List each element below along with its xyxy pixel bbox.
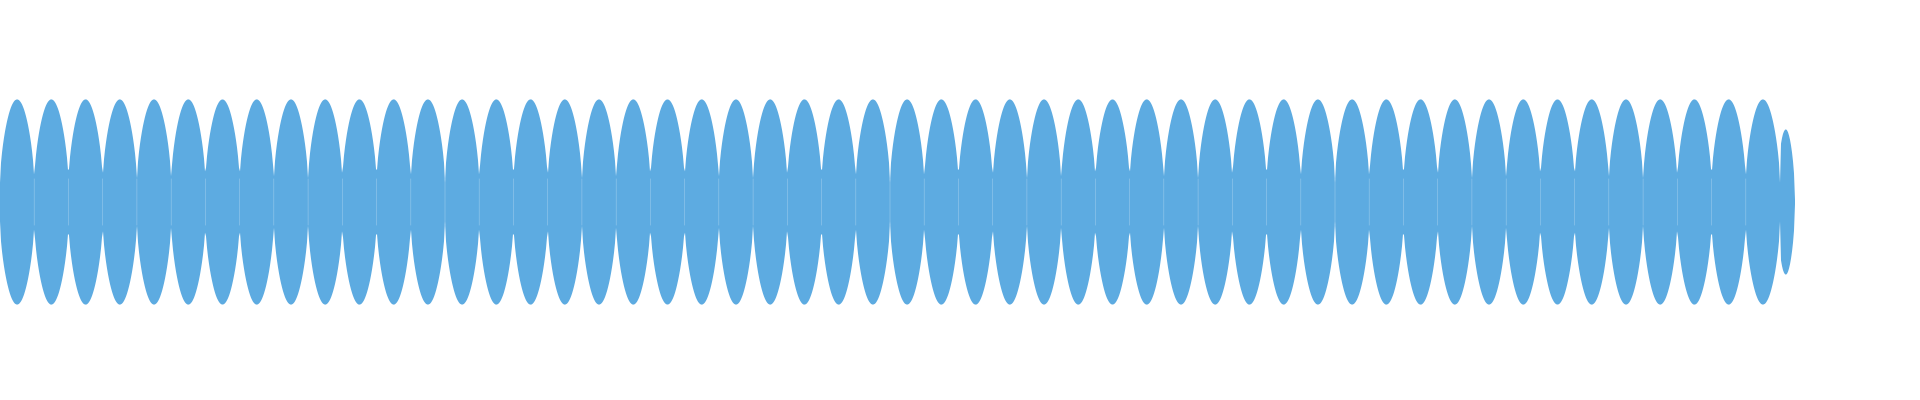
waveform-envelope [0, 99, 1795, 305]
waveform-shape-group [0, 99, 1795, 305]
